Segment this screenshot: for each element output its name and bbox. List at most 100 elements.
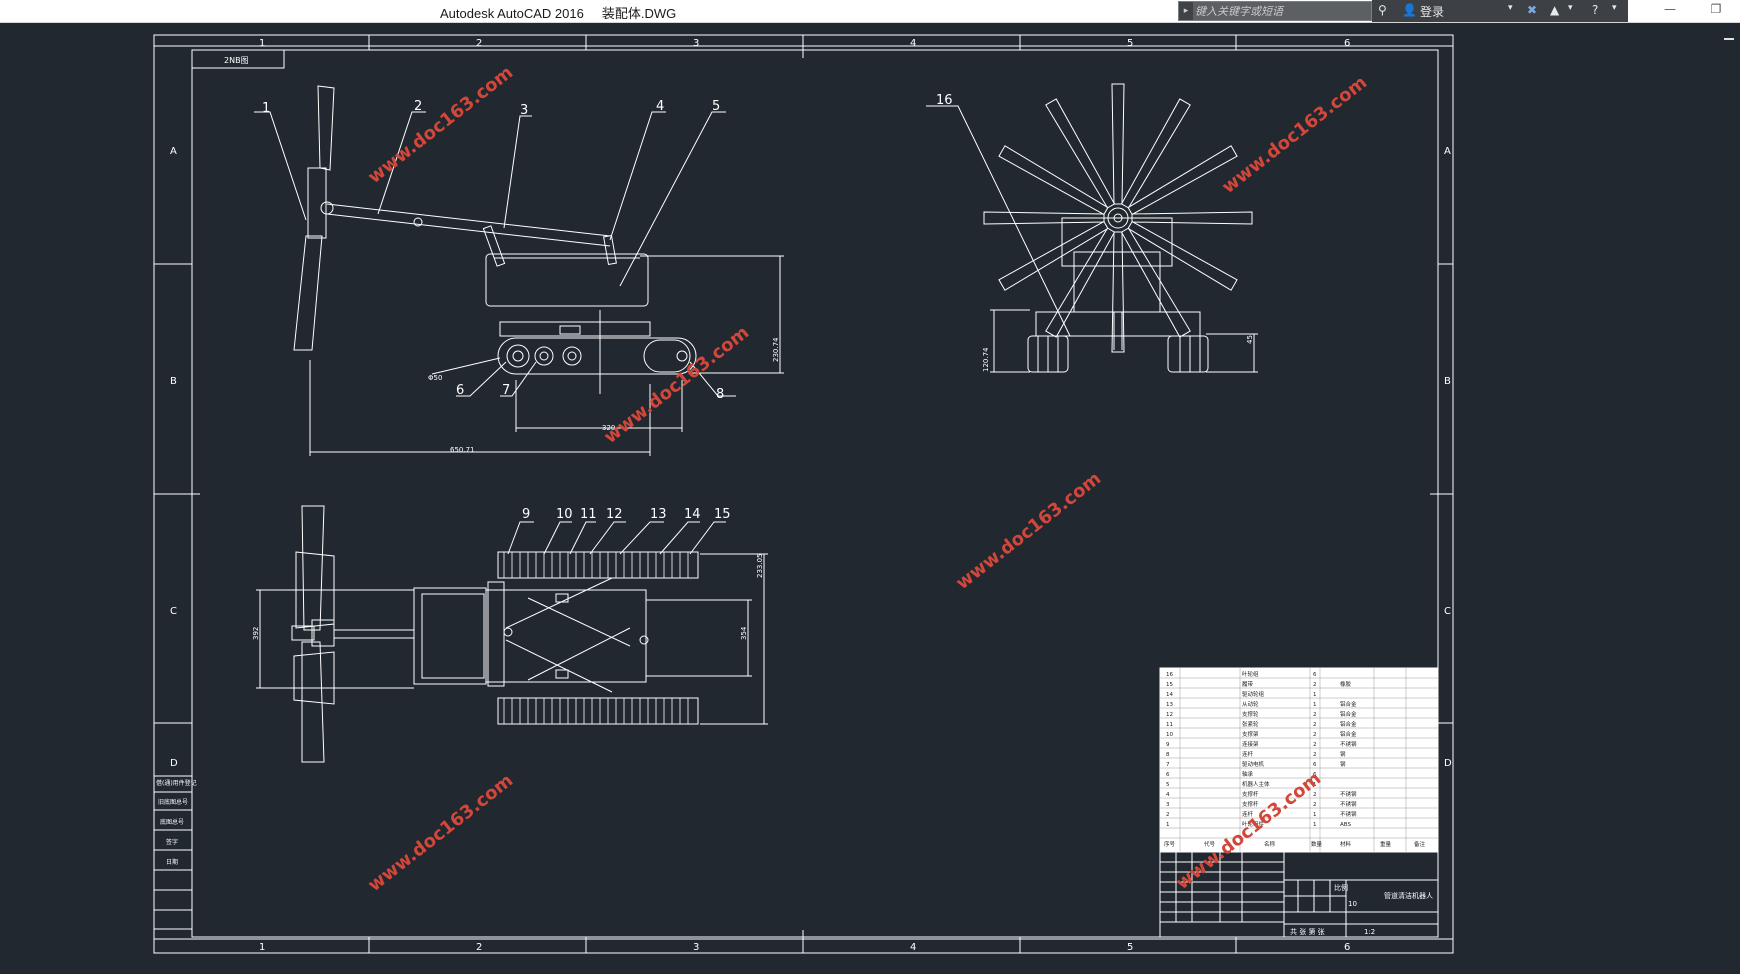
title-bar: Autodesk AutoCAD 2016 装配体.DWG ▸ ⚲ 👤 登录 ▾… [0,0,1740,23]
track-tread-marks [503,552,689,724]
svg-text:1: 1 [1166,822,1170,828]
scale-label: 比例 [1334,883,1348,892]
dimension-text: 354 [740,626,748,640]
svg-text:2: 2 [1313,712,1317,718]
chevron-down-icon[interactable]: ▾ [1568,3,1573,13]
stamp-text: 借(通)用件登记 [156,779,197,787]
col-label: 5 [1127,38,1133,49]
svg-text:橡胶: 橡胶 [1340,680,1352,688]
row-label: A [1444,146,1451,157]
svg-text:11: 11 [1166,722,1173,728]
svg-text:备注: 备注 [1414,840,1426,848]
svg-text:叶轮组件: 叶轮组件 [1242,820,1265,828]
restore-button[interactable]: ❐ [1710,2,1722,16]
row-label: D [1444,758,1452,769]
binoculars-icon[interactable]: ⚲ [1378,3,1387,17]
dimension-text: Φ50 [428,374,442,382]
col-label: 1 [259,942,265,953]
top-view [256,505,768,763]
search-expand-icon[interactable]: ▸ [1179,2,1193,20]
row-label: A [170,146,177,157]
balloon-number: 10 [556,507,573,522]
chevron-down-icon[interactable]: ▾ [1612,3,1617,13]
stamp-text: 底图总号 [160,818,184,826]
svg-text:3: 3 [1166,802,1170,808]
svg-text:重量: 重量 [1380,840,1392,848]
a360-icon[interactable]: ▲ [1550,3,1560,17]
stamp-text: 日期 [166,858,178,866]
svg-text:10: 10 [1166,732,1173,738]
svg-text:6: 6 [1313,762,1317,768]
col-label: 4 [910,38,916,49]
svg-text:叶轮组: 叶轮组 [1242,670,1259,678]
balloon-number: 14 [684,507,701,522]
col-label: 3 [693,38,699,49]
svg-text:6: 6 [1313,772,1317,778]
stamp-text: 旧底图总号 [158,798,188,806]
side-view [926,83,1258,373]
col-label: 1 [259,38,265,49]
col-label: 2 [476,942,482,953]
help-icon[interactable]: ? [1592,3,1599,17]
login-label[interactable]: 登录 [1420,5,1445,19]
svg-text:驱动轮组: 驱动轮组 [1242,690,1265,698]
balloon-number: 5 [712,99,720,114]
dimension-text: 392 [252,627,260,640]
svg-text:连接架: 连接架 [1242,740,1259,748]
svg-text:序号: 序号 [1164,840,1176,848]
svg-text:张紧轮: 张紧轮 [1242,720,1259,728]
minimize-button[interactable]: — [1664,2,1676,16]
watermark-text: www.doc163.com [364,770,517,896]
balloon-number: 2 [414,99,422,114]
svg-text:14: 14 [1166,692,1173,698]
svg-text:2: 2 [1313,742,1317,748]
corner-tag: 2NB图 [224,56,249,65]
chevron-down-icon[interactable]: ▾ [1508,3,1513,13]
watermark-text: www.doc163.com [1218,72,1371,198]
watermark-text: www.doc163.com [364,62,517,188]
svg-text:6: 6 [1313,672,1317,678]
svg-text:钢: 钢 [1340,760,1346,768]
exchange-icon[interactable]: ✖ [1527,3,1538,17]
svg-text:支撑架: 支撑架 [1242,730,1259,738]
user-icon[interactable]: 👤 [1402,3,1417,17]
balloon-number: 11 [580,507,597,522]
svg-text:铝合金: 铝合金 [1340,710,1357,718]
parts-list-table [1159,667,1439,853]
viewport-control-mark[interactable] [1724,38,1734,40]
svg-text:机器人主体: 机器人主体 [1242,780,1270,788]
svg-text:支撑杆: 支撑杆 [1242,800,1259,808]
svg-text:不锈钢: 不锈钢 [1340,810,1357,818]
svg-text:1: 1 [1313,822,1317,828]
side-stamp-table [153,775,193,930]
col-label: 6 [1344,38,1350,49]
drawing-frame [153,34,1454,954]
row-label: B [170,376,177,387]
svg-text:代号: 代号 [1204,840,1216,848]
svg-text:支撑杆: 支撑杆 [1242,790,1259,798]
search-box[interactable]: ▸ [1178,1,1372,21]
row-label: D [170,758,178,769]
balloon-number: 13 [650,507,667,522]
dimension-text: 230.74 [772,337,780,362]
svg-text:8: 8 [1166,752,1170,758]
svg-text:1: 1 [1313,812,1317,818]
svg-text:铝合金: 铝合金 [1340,720,1357,728]
col-label: 2 [476,38,482,49]
watermark-text: www.doc163.com [952,468,1105,594]
svg-text:不锈钢: 不锈钢 [1340,790,1357,798]
col-label: 3 [693,942,699,953]
search-input[interactable] [1195,2,1345,20]
svg-text:ABS: ABS [1340,822,1351,828]
svg-text:9: 9 [1166,742,1170,748]
svg-text:支撑轮: 支撑轮 [1242,710,1259,718]
dimension-text: 320 [602,424,615,432]
stamp-text: 签字 [166,838,178,846]
row-label: C [1444,606,1451,617]
svg-text:连杆: 连杆 [1242,750,1254,758]
dimension-text: 45 [1246,335,1254,344]
svg-text:13: 13 [1166,702,1173,708]
svg-text:连杆: 连杆 [1242,810,1254,818]
